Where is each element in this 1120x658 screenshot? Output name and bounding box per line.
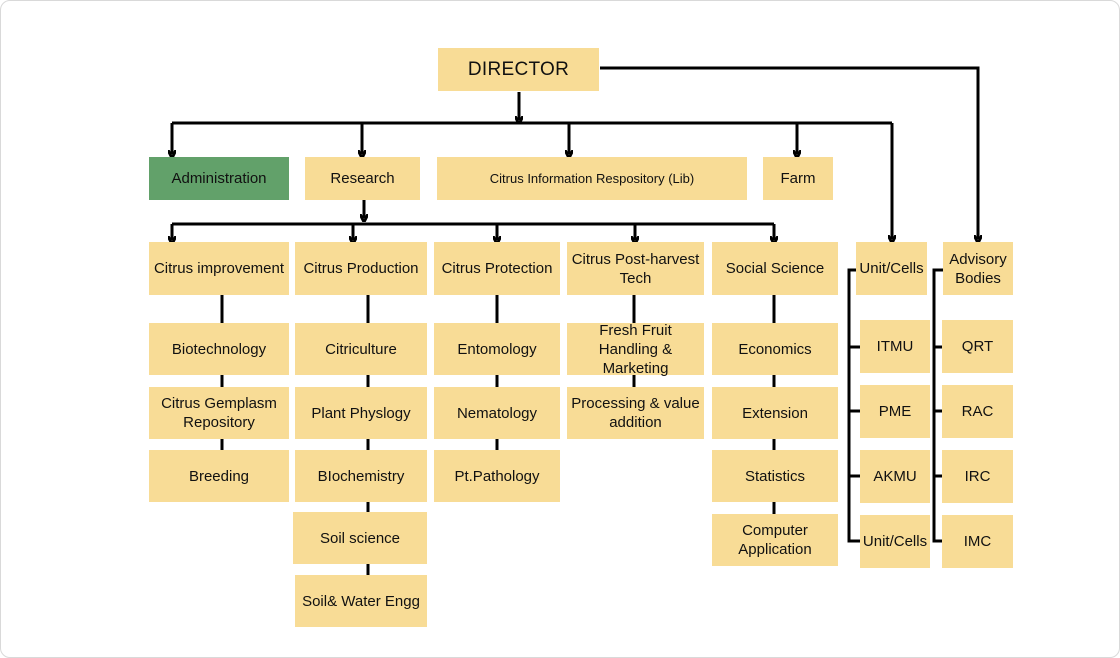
research-box: Research bbox=[305, 157, 420, 200]
pme-box: PME bbox=[860, 385, 930, 438]
fresh-fruit-handling-box: Fresh Fruit Handling & Marketing bbox=[567, 322, 704, 377]
citrus-improvement-box: Citrus improvement bbox=[149, 242, 289, 295]
processing-value-addition-box: Processing & value addition bbox=[567, 387, 704, 439]
computer-application-box: Computer Application bbox=[712, 514, 838, 566]
post-harvest-box: Citrus Post-harvest Tech bbox=[567, 242, 704, 295]
farm-box: Farm bbox=[763, 157, 833, 200]
biochemistry-box: BIochemistry bbox=[295, 450, 427, 502]
unit-bracket bbox=[847, 268, 860, 543]
breeding-box: Breeding bbox=[149, 450, 289, 502]
plant-physiology-box: Plant Physlogy bbox=[295, 387, 427, 439]
biotechnology-box: Biotechnology bbox=[149, 323, 289, 375]
arrow-advisory bbox=[600, 66, 978, 239]
unit-cells-sub-box: Unit/Cells bbox=[860, 515, 930, 568]
irc-box: IRC bbox=[942, 450, 1013, 503]
statistics-box: Statistics bbox=[712, 450, 838, 502]
library-box: Citrus Information Respository (Lib) bbox=[437, 157, 747, 200]
economics-box: Economics bbox=[712, 323, 838, 375]
plant-pathology-box: Pt.Pathology bbox=[434, 450, 560, 502]
director-box: DIRECTOR bbox=[438, 48, 599, 91]
akmu-box: AKMU bbox=[860, 450, 930, 503]
soil-science-box: Soil science bbox=[293, 512, 427, 564]
germplasm-repository-box: Citrus Gemplasm Repository bbox=[149, 387, 289, 439]
social-science-box: Social Science bbox=[712, 242, 838, 295]
soil-water-engg-box: Soil& Water Engg bbox=[295, 575, 427, 627]
advisory-bodies-box: Advisory Bodies bbox=[943, 242, 1013, 295]
citrus-protection-box: Citrus Protection bbox=[434, 242, 560, 295]
unit-cells-box: Unit/Cells bbox=[856, 242, 927, 295]
entomology-box: Entomology bbox=[434, 323, 560, 375]
nematology-box: Nematology bbox=[434, 387, 560, 439]
imc-box: IMC bbox=[942, 515, 1013, 568]
citrus-production-box: Citrus Production bbox=[295, 242, 427, 295]
citriculture-box: Citriculture bbox=[295, 323, 427, 375]
extension-box: Extension bbox=[712, 387, 838, 439]
administration-box: Administration bbox=[149, 157, 289, 200]
advisory-bracket bbox=[932, 268, 944, 543]
itmu-box: ITMU bbox=[860, 320, 930, 373]
qrt-box: QRT bbox=[942, 320, 1013, 373]
rac-box: RAC bbox=[942, 385, 1013, 438]
